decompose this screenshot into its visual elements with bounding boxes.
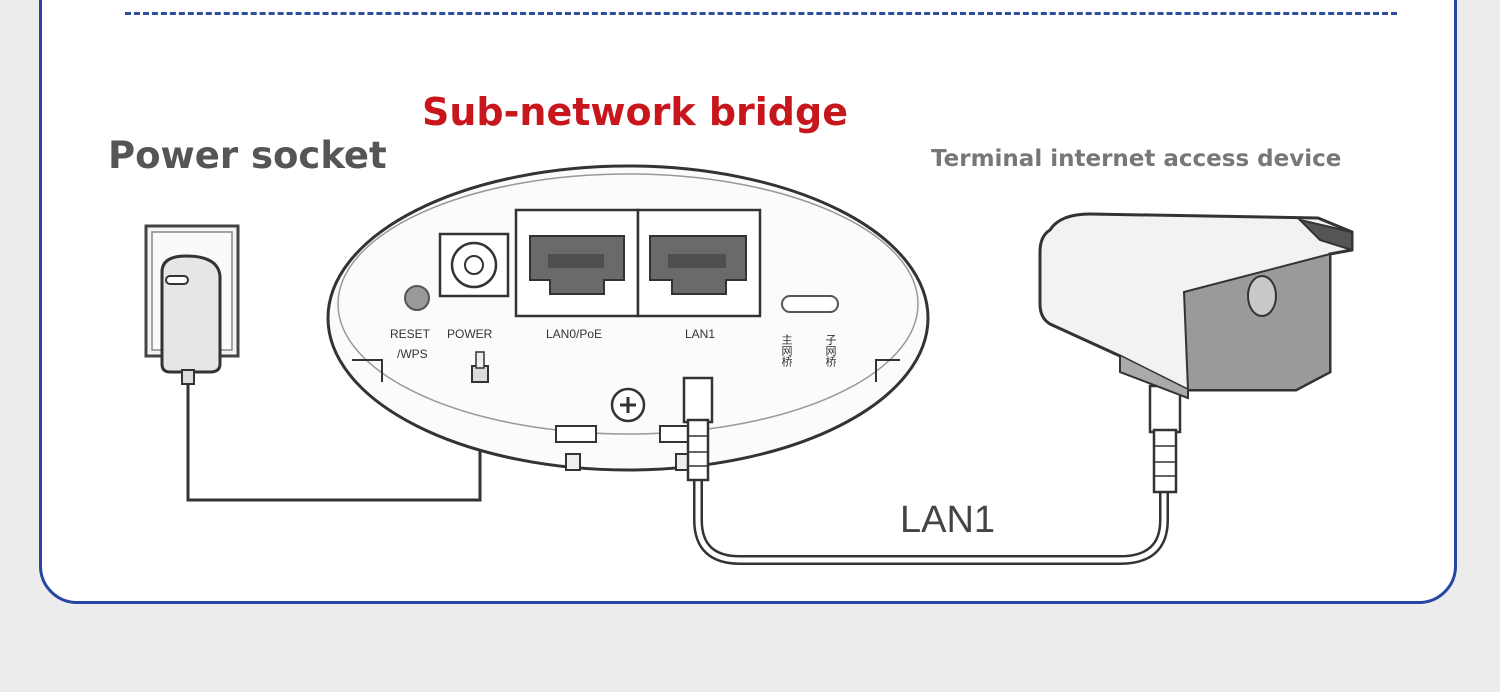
- lan1-port-label: LAN1: [685, 327, 715, 341]
- security-camera-icon: [1038, 212, 1354, 400]
- rj45-plug-camera-icon: [1148, 384, 1182, 494]
- dc-plug-icon: [471, 351, 489, 383]
- reset-sub-label: /WPS: [397, 347, 428, 361]
- switch-sub-label: 子网桥: [824, 334, 837, 368]
- lan1-port-icon: [636, 208, 762, 318]
- power-label: POWER: [447, 327, 493, 341]
- lan0-port-icon: [514, 208, 640, 318]
- reset-label: RESET: [390, 327, 431, 341]
- power-socket-title: Power socket: [108, 134, 387, 177]
- dashed-divider: [125, 12, 1397, 15]
- cable-label: LAN1: [900, 499, 995, 541]
- power-jack-icon: [438, 232, 510, 298]
- lan0-label: LAN0/PoE: [546, 327, 602, 341]
- mode-switch-icon: [781, 295, 839, 313]
- bridge-title: Sub-network bridge: [422, 90, 848, 134]
- reset-button-icon: [404, 285, 430, 311]
- terminal-title: Terminal internet access device: [931, 146, 1342, 172]
- switch-main-label: 主网桥: [780, 334, 793, 368]
- power-adapter-icon: [160, 254, 222, 385]
- rj45-plug-device-icon: [682, 376, 714, 482]
